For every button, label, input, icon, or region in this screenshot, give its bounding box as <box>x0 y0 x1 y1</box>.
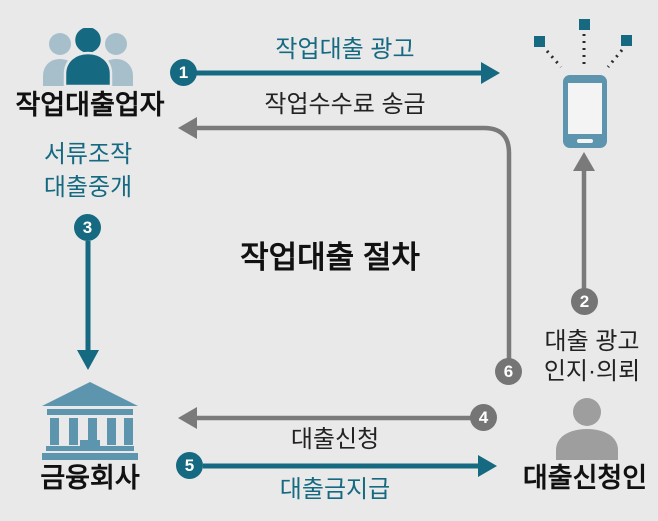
smartphone-body <box>563 75 607 148</box>
step-2-label-line1: 대출 광고 <box>544 328 640 355</box>
step-3-label-line1: 서류조작 <box>43 141 133 168</box>
arrow-5-loan-disbursement <box>203 455 497 477</box>
step-6-badge: 6 <box>495 358 522 385</box>
step-2-label-line2: 인지·의뢰 <box>543 358 641 385</box>
bank-label: 금융회사 <box>40 463 140 493</box>
step-5-badge: 5 <box>176 452 203 479</box>
step-4-label: 대출신청 <box>290 426 380 453</box>
person-icon <box>556 398 618 460</box>
bank-icon <box>42 382 138 460</box>
step-5-label: 대출금지급 <box>279 476 391 503</box>
arrow-3-document-forgery <box>77 241 99 370</box>
step-1-label: 작업대출 광고 <box>275 36 415 63</box>
applicant-label: 대출신청인 <box>522 463 648 493</box>
step-2-badge: 2 <box>571 288 598 315</box>
step-4-badge: 4 <box>470 404 497 431</box>
lender-label: 작업대출업자 <box>15 90 165 120</box>
smartphone-broadcast-icon <box>534 19 632 148</box>
step-1-badge: 1 <box>170 59 197 86</box>
arrow-2-ad-recognition <box>573 152 595 296</box>
broadcast-squares <box>534 19 632 47</box>
arrow-1-work-loan-ad <box>196 62 500 84</box>
people-group-icon <box>43 28 133 86</box>
step-3-badge: 3 <box>74 214 101 241</box>
step-6-label: 작업수수료 송금 <box>264 91 426 118</box>
diagram-title: 작업대출 절차 <box>240 240 420 275</box>
step-3-label-line2: 대출중개 <box>43 174 133 201</box>
broadcast-dotted-lines <box>545 34 624 68</box>
arrow-6-fee-remittance <box>178 117 512 372</box>
arrow-4-loan-application <box>178 407 472 429</box>
